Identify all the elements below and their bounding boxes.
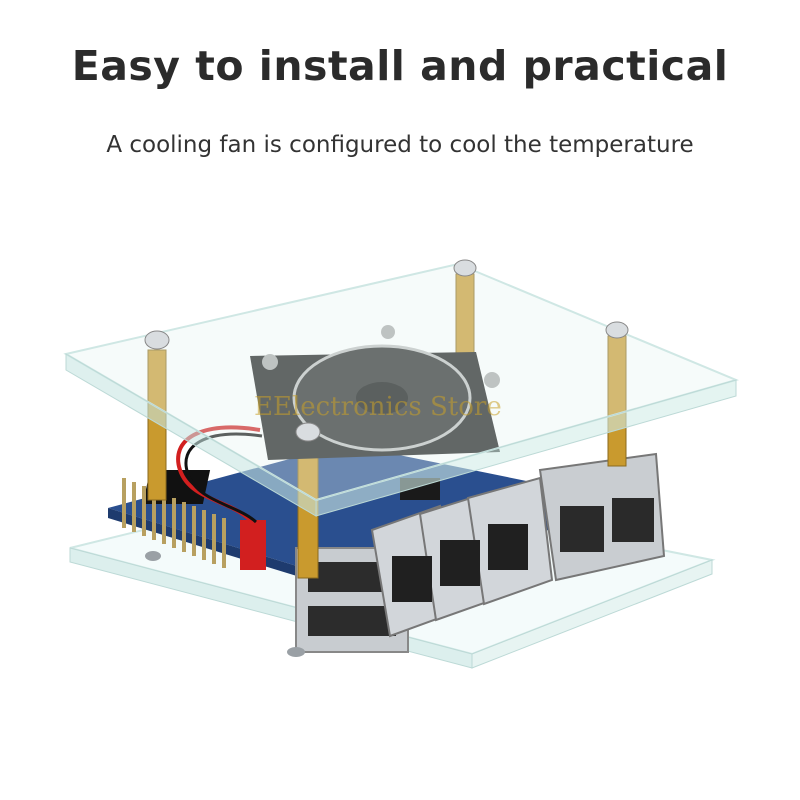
headline: Easy to install and practical [71, 42, 729, 90]
top-acrylic-plate [63, 262, 740, 517]
standoff-nuts [144, 259, 629, 442]
subline: A cooling fan is configured to cool the … [106, 132, 694, 158]
store-watermark: EElectronics Store [254, 392, 502, 422]
hdmi-ports [370, 476, 554, 638]
bottom-screws [145, 551, 305, 657]
ethernet-ports [538, 452, 666, 582]
